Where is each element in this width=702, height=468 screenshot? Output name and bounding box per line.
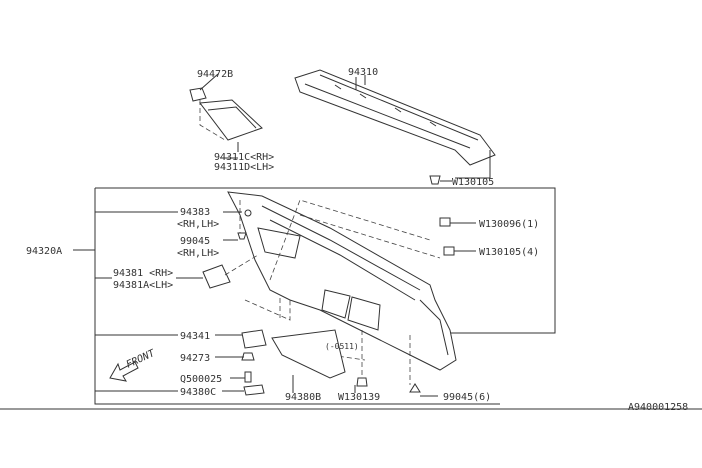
clip-94472B[interactable] — [189, 87, 207, 102]
label-94381: 94381 <RH> — [113, 268, 173, 279]
clip-W130105[interactable] — [429, 175, 441, 185]
label-94381A: 94381A<LH> — [113, 280, 173, 291]
label-94311C: 94311C<RH> — [214, 152, 274, 163]
label-94341: 94341 — [180, 331, 210, 342]
label-94383-side: <RH,LH> — [177, 219, 219, 230]
screw-99045[interactable] — [237, 232, 247, 240]
label-94320A: 94320A — [26, 246, 62, 257]
front-arrow-icon: FRONT — [109, 348, 158, 382]
label-W130139: W130139 — [338, 392, 380, 403]
front-label: FRONT — [125, 348, 158, 371]
label-94472B: 94472B — [197, 69, 233, 80]
group-bracket-left — [94, 188, 500, 405]
label-Q500025: Q500025 — [180, 374, 222, 385]
label-94273: 94273 — [180, 353, 210, 364]
clip-W130105-4[interactable] — [443, 246, 455, 256]
part-94320A-panel[interactable] — [227, 191, 457, 385]
label-94380C: 94380C — [180, 387, 216, 398]
label-99045-6: 99045(6) — [443, 392, 491, 403]
label-99045: 99045 — [180, 236, 210, 247]
clip-W130096[interactable] — [439, 217, 451, 227]
label-94311D: 94311D<LH> — [214, 162, 274, 173]
part-94310-trim[interactable] — [294, 69, 496, 185]
label-W130105: W130105 — [452, 177, 494, 188]
part-94381-cover[interactable] — [202, 264, 231, 289]
label-W130096: W130096(1) — [479, 219, 539, 230]
clip-W130139[interactable] — [356, 377, 368, 387]
screw-99045-6[interactable] — [409, 383, 421, 393]
part-94341-bracket[interactable] — [241, 329, 267, 349]
label-W130105-4: W130105(4) — [479, 247, 539, 258]
label-94310: 94310 — [348, 67, 378, 78]
label-94383: 94383 — [180, 207, 210, 218]
part-94380B-pocket[interactable] — [271, 329, 346, 379]
label-0511: (-0511) — [325, 342, 359, 351]
label-94380B: 94380B — [285, 392, 321, 403]
part-Q500025-bolt[interactable] — [244, 371, 252, 383]
diagram-code: A940001258 — [628, 402, 688, 413]
part-94273-clip[interactable] — [241, 352, 255, 361]
clip-94383[interactable] — [244, 209, 252, 217]
part-94380C-cap[interactable] — [243, 384, 265, 396]
part-94311-bracket[interactable] — [189, 87, 263, 152]
group-bracket — [95, 187, 556, 334]
label-99045-side: <RH,LH> — [177, 248, 219, 259]
